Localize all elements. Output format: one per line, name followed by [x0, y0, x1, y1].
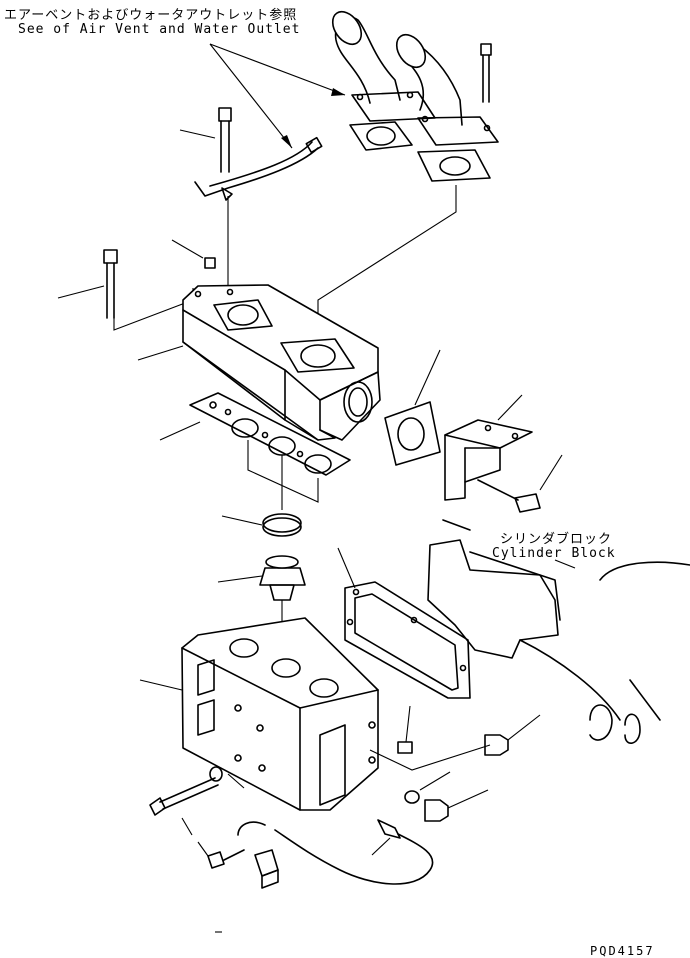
thermostat-housing [139, 617, 379, 811]
water-outlet-manifold [137, 284, 381, 441]
long-bolt [480, 43, 492, 103]
air-vent-reference-en: See of Air Vent and Water Outlet [18, 22, 301, 37]
vent-tube [194, 136, 323, 201]
thermostat-seal [221, 513, 302, 537]
reference-arrows [209, 43, 346, 149]
part-code: PQD4157 [590, 944, 655, 958]
air-vent-reference-ja: エアーベントおよびウォータアウトレット参照 [4, 8, 298, 23]
plug [369, 705, 541, 822]
cylinder-block-label-en: Cylinder Block [492, 546, 616, 561]
housing-gasket [337, 547, 471, 699]
mounting-bracket [444, 394, 533, 501]
bracket-bolt [477, 454, 563, 513]
long-bolt [57, 249, 118, 319]
connector [197, 841, 279, 933]
cylinder-block-outline [427, 519, 690, 744]
long-bolt [179, 107, 232, 173]
washer [209, 766, 451, 804]
bolt [149, 777, 219, 836]
manifold-gasket [159, 392, 351, 510]
cylinder-block-label-ja: シリンダブロック [500, 532, 613, 547]
water-outlet-elbow [331, 10, 499, 146]
cover-plate-gasket [384, 349, 441, 466]
sensor-cable [237, 819, 434, 885]
outlet-gasket [349, 121, 491, 182]
nut [171, 239, 216, 269]
